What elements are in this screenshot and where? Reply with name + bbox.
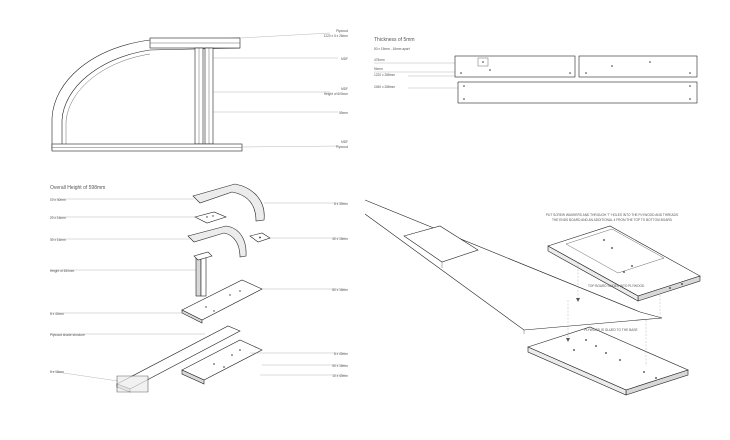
board-2450 (457, 81, 698, 104)
long-board-top-edge (364, 199, 641, 313)
label-plywood-size: 1220 x 5 x 28mm (324, 34, 349, 38)
note-slides: TOP BOARD SLIDES INTO PLYWOOD (588, 284, 645, 288)
part-plywood-strip (116, 325, 241, 393)
label-r1: 8 x 30mm (334, 202, 348, 206)
label-475mm: 475mm (374, 58, 385, 62)
label-l4: Height of 450mm (50, 269, 75, 273)
board-end-plate (403, 225, 479, 263)
part-middle-plate (181, 279, 263, 324)
label-r4: 8 x 40mm (334, 352, 348, 356)
part-vertical-post (193, 251, 213, 297)
label-l5: 8 x 40mm (50, 312, 64, 316)
label-r5: 50 x 16mm (332, 364, 348, 368)
boards-title: Thickness of 5mm (374, 37, 415, 43)
board-1220-a (454, 55, 576, 78)
label-l2: 20 x 16mm (50, 216, 66, 220)
label-94mm: 94mm (374, 67, 383, 71)
label-apart: 50 x 15mm - 16mm apart (374, 47, 410, 51)
curved-shade-outer (51, 37, 241, 150)
label-r3: 80 x 16mm (332, 288, 348, 292)
label-r2: 40 x 16mm (332, 237, 348, 241)
label-l6: Plywood shade structure (50, 333, 85, 337)
side-elevation: Plywood 1220 x 5 x 28mm MDF MDF Height o… (51, 29, 349, 152)
label-l7: 6 x 15mm (50, 370, 64, 374)
note-glued: PLYWOOD IS GLUED TO THE BASE (584, 328, 638, 332)
upper-panel (547, 225, 701, 302)
label-l3: 30 x 16mm (50, 238, 66, 242)
label-55mm: 55mm (339, 111, 348, 115)
label-plywood-top: Plywood (336, 29, 348, 33)
label-1220: 1220 x 288mm (374, 73, 395, 77)
label-mdf-height: Height of 600mm (324, 92, 349, 96)
part-curved-bracket (187, 225, 271, 258)
lower-panel (527, 326, 689, 396)
label-mdf-3: MDF (341, 140, 348, 144)
note-screws-line1: PUT SCREW WASHERS AND THROUGH 'T' HOLES … (546, 213, 678, 217)
label-r6: 10 x 40mm (332, 374, 348, 378)
label-mdf-1: MDF (341, 57, 348, 61)
label-2450: 2450 x 288mm (374, 85, 395, 89)
exploded-title: Overall Height of 598mm (50, 185, 105, 191)
exploded-view: Overall Height of 598mm (49, 183, 348, 393)
note-screws-line2: THE ENDS BOARD AND AN ADDITIONAL 4 FROM … (552, 218, 673, 222)
part-small-plate (194, 211, 227, 224)
curved-shade-inner (61, 47, 241, 150)
part-top-cap (192, 183, 265, 222)
label-plywood-bottom: Plywood (336, 145, 348, 149)
label-l1: 10 x 40mm (50, 198, 66, 202)
part-base-plate (181, 339, 263, 385)
board-1220-b (578, 55, 698, 78)
label-mdf-2: MDF (341, 87, 348, 91)
assembly-view: PUT SCREW WASHERS AND THROUGH 'T' HOLES … (364, 199, 701, 396)
board-cut-sheet: Thickness of 5mm 50 x 15mm - 16mm apart … (374, 37, 698, 104)
